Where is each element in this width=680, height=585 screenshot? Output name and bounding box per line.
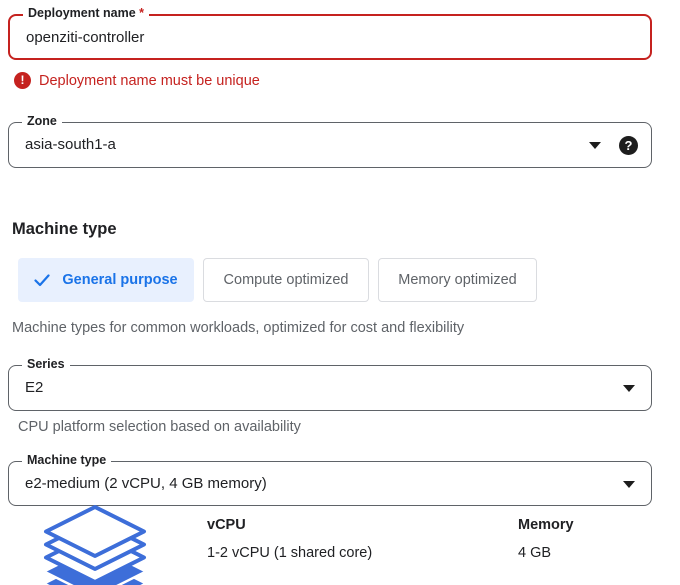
memory-header: Memory: [518, 517, 574, 533]
checkmark-icon: [34, 273, 50, 286]
deployment-name-input[interactable]: [26, 16, 526, 60]
required-asterisk: *: [139, 6, 145, 20]
memory-spec: Memory 4 GB: [518, 517, 574, 561]
vcpu-header: vCPU: [207, 517, 246, 533]
chevron-down-icon[interactable]: [589, 142, 601, 149]
error-message-text: Deployment name must be unique: [39, 72, 260, 89]
tab-compute-optimized[interactable]: Compute optimized: [203, 258, 369, 302]
machine-type-description: Machine types for common workloads, opti…: [12, 320, 465, 336]
machine-type-tabs: General purpose Compute optimized Memory…: [18, 258, 537, 302]
chevron-down-icon[interactable]: [623, 385, 635, 392]
help-icon[interactable]: ?: [619, 136, 638, 155]
error-icon: !: [14, 72, 31, 89]
zone-value: asia-south1-a: [25, 136, 116, 153]
deployment-name-error: ! Deployment name must be unique: [14, 72, 260, 89]
machine-type-heading: Machine type: [12, 220, 117, 238]
series-value: E2: [25, 379, 44, 396]
zone-field[interactable]: Zone asia-south1-a ?: [8, 114, 652, 168]
zone-label: Zone: [22, 114, 62, 128]
machine-series-stack-icon: [42, 505, 148, 585]
chevron-down-icon[interactable]: [623, 481, 635, 488]
machine-type-label: Machine type: [22, 453, 112, 467]
series-helper-text: CPU platform selection based on availabi…: [18, 419, 301, 435]
deployment-name-field[interactable]: Deployment name *: [8, 6, 652, 60]
machine-type-value: e2-medium (2 vCPU, 4 GB memory): [25, 475, 267, 492]
series-field[interactable]: Series E2: [8, 357, 652, 411]
series-label: Series: [22, 357, 70, 371]
tab-general-purpose[interactable]: General purpose: [18, 258, 194, 302]
vcpu-spec: vCPU 1-2 vCPU (1 shared core): [207, 517, 372, 561]
vcpu-value: 1-2 vCPU (1 shared core): [207, 545, 373, 561]
machine-type-field[interactable]: Machine type e2-medium (2 vCPU, 4 GB mem…: [8, 453, 652, 506]
tab-label: Memory optimized: [398, 272, 517, 288]
tab-label: General purpose: [62, 272, 178, 288]
tab-label: Compute optimized: [223, 272, 349, 288]
tab-memory-optimized[interactable]: Memory optimized: [378, 258, 537, 302]
memory-value: 4 GB: [518, 545, 552, 561]
